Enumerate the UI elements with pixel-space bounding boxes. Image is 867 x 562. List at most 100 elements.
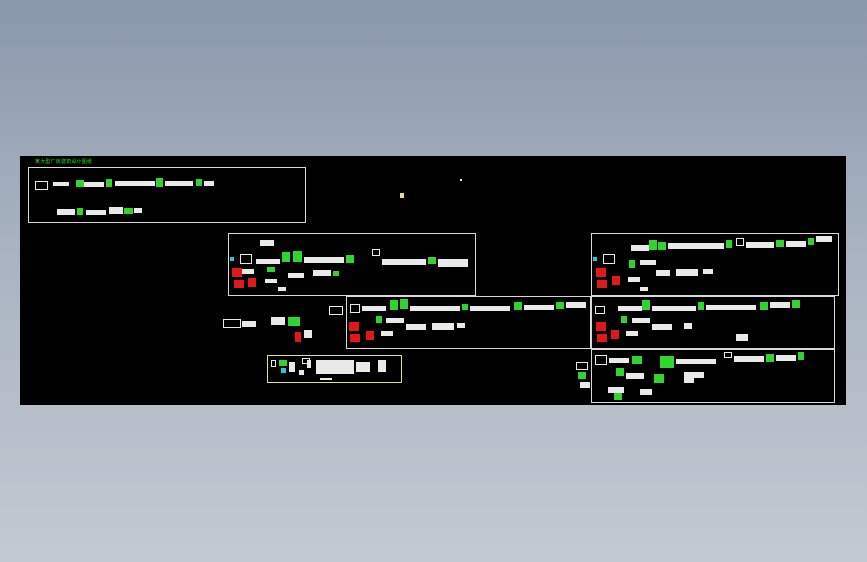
drawing-block [240, 254, 252, 264]
drawing-block [265, 279, 277, 283]
drawing-block [234, 280, 244, 288]
drawing-block [124, 208, 133, 214]
drawing-block [288, 273, 304, 278]
drawing-block [84, 182, 104, 187]
drawing-block [320, 378, 332, 380]
drawing-block [596, 268, 606, 277]
sheet-frame-right-middle[interactable] [591, 296, 835, 349]
drawing-block [640, 287, 648, 291]
drawing-block [356, 362, 370, 372]
drawing-block [524, 305, 554, 310]
drawing-block [724, 352, 732, 358]
drawing-block [432, 323, 454, 330]
drawing-block [400, 193, 404, 198]
drawing-block [470, 306, 510, 311]
sheet-frame-middle-lower[interactable] [346, 296, 591, 349]
drawing-block [267, 267, 275, 272]
drawing-block [271, 317, 285, 325]
drawing-block [86, 210, 106, 215]
drawing-block [684, 323, 692, 329]
drawing-block [652, 306, 696, 311]
drawing-block [597, 334, 607, 342]
drawing-block [165, 181, 193, 186]
drawing-block [626, 373, 644, 379]
drawing-block [232, 268, 242, 277]
drawing-block [632, 356, 642, 364]
drawing-block [462, 304, 468, 310]
drawing-block [293, 251, 302, 262]
drawing-block [428, 257, 436, 264]
drawing-block [349, 322, 359, 331]
drawing-block [295, 332, 301, 342]
drawing-block [660, 356, 674, 368]
drawing-block [278, 287, 286, 291]
drawing-block [621, 316, 627, 323]
drawing-block [260, 240, 274, 246]
drawing-block [616, 368, 624, 376]
drawing-block [115, 181, 155, 186]
drawing-block [656, 270, 670, 276]
drawing-block [350, 334, 360, 342]
title-block-frame[interactable] [267, 355, 402, 383]
drawing-block [766, 354, 774, 362]
sheet-frame-middle-upper[interactable] [228, 233, 476, 296]
drawing-block [282, 252, 290, 262]
drawing-block [256, 259, 280, 264]
drawing-block [760, 302, 768, 310]
drawing-block [580, 382, 590, 388]
drawing-block [109, 207, 123, 214]
cad-drawing-canvas[interactable]: 某大型厂房建筑设计图纸 [20, 156, 846, 405]
drawing-block [603, 254, 615, 264]
drawing-block [816, 236, 832, 242]
drawing-block [400, 299, 408, 309]
drawing-block [640, 389, 652, 395]
sheet-frame-top-left[interactable] [28, 167, 306, 223]
drawing-block [608, 387, 624, 393]
drawing-block [230, 257, 234, 261]
drawing-block [649, 240, 657, 250]
drawing-block [134, 208, 142, 213]
drawing-block [302, 358, 310, 364]
drawing-block [457, 323, 465, 328]
drawing-block [156, 178, 163, 187]
sheet-frame-right-upper[interactable] [591, 233, 839, 296]
drawing-block [611, 330, 619, 339]
drawing-block [514, 302, 522, 310]
drawing-block [792, 300, 800, 308]
drawing-block [304, 330, 312, 338]
drawing-block [614, 393, 622, 400]
drawing-block [372, 249, 380, 256]
sheet-frame-right-lower[interactable] [591, 349, 835, 403]
drawing-block [271, 360, 276, 367]
drawing-block [706, 305, 756, 310]
drawing-block [460, 179, 462, 181]
drawing-block [668, 243, 724, 249]
drawing-block [242, 269, 254, 274]
drawing-block [366, 331, 374, 340]
drawing-block [596, 322, 606, 331]
drawing-block [632, 318, 650, 323]
drawing-block [609, 358, 629, 363]
drawing-block [618, 306, 642, 311]
drawing-block [676, 269, 698, 276]
drawing-block [410, 306, 460, 311]
drawing-block [770, 302, 790, 308]
drawing-block [242, 321, 256, 327]
drawing-block [652, 324, 672, 330]
drawing-block [316, 360, 354, 374]
drawing-block [786, 241, 806, 247]
drawing-block [223, 319, 241, 328]
drawing-block [595, 355, 607, 365]
drawing-block [566, 302, 586, 308]
drawing-block [676, 359, 716, 364]
drawing-block [736, 238, 744, 246]
drawing-block [698, 302, 704, 310]
drawing-block [406, 324, 426, 330]
drawing-block [307, 360, 311, 368]
drawing-block [381, 331, 393, 336]
drawing-block [378, 360, 386, 372]
drawing-block [654, 374, 664, 383]
drawing-block [386, 318, 404, 323]
drawing-block [734, 356, 764, 362]
drawing-block [281, 368, 286, 373]
